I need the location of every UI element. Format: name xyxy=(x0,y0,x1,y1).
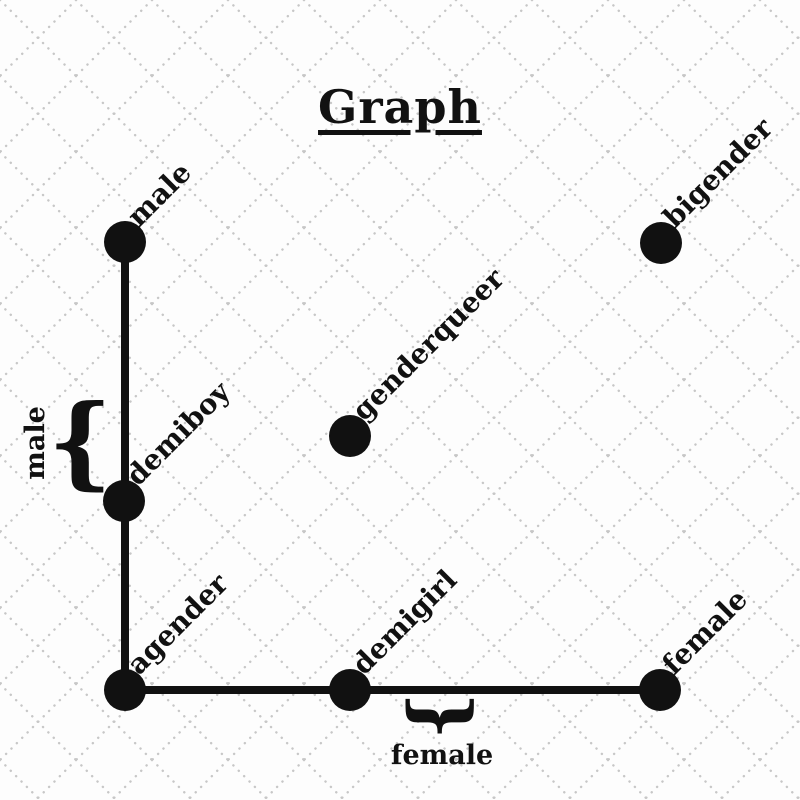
left-brace-label: male xyxy=(20,406,51,480)
node-label-male: male xyxy=(121,156,198,233)
node-dot-agender xyxy=(104,669,146,711)
node-label-demiboy: demiboy xyxy=(120,375,237,492)
node-dot-male xyxy=(104,221,146,263)
node-dot-genderqueer xyxy=(329,415,371,457)
node-label-agender: agender xyxy=(121,566,236,681)
page-title: Graph xyxy=(0,80,800,134)
node-dot-demigirl xyxy=(329,669,371,711)
bottom-brace-label: female xyxy=(390,740,494,771)
page-title-text: Graph xyxy=(318,80,482,134)
node-dot-female xyxy=(639,669,681,711)
node-label-female: female xyxy=(656,583,754,681)
node-label-demigirl: demigirl xyxy=(346,563,464,681)
node-label-genderqueer: genderqueer xyxy=(346,261,512,427)
node-dot-bigender xyxy=(640,222,682,264)
node-dot-demiboy xyxy=(103,480,145,522)
left-brace-icon: { xyxy=(48,382,113,500)
